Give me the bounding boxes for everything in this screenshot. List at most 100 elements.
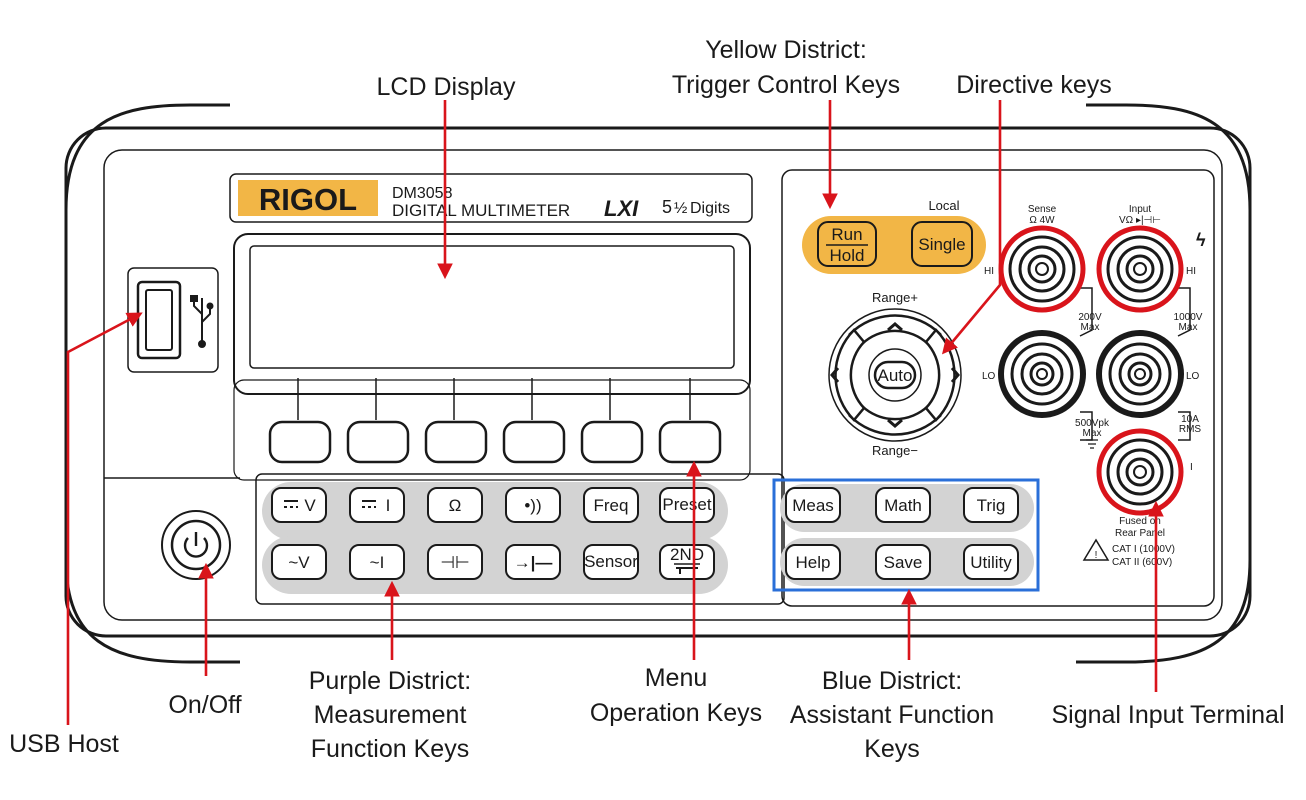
key-run-hold[interactable]: Run Hold — [817, 221, 877, 267]
terminal-input-hi[interactable] — [1096, 225, 1184, 313]
lo-left-label: LO — [982, 371, 996, 382]
key-capacitance[interactable]: ⊣⊢ — [427, 544, 483, 580]
digits-frac: ½ — [674, 200, 687, 217]
key-help[interactable]: Help — [785, 544, 841, 580]
input-label: Input — [1129, 204, 1151, 215]
current-i-label: I — [1190, 462, 1193, 473]
v1000-max-label: Max — [1179, 322, 1198, 333]
key-ac-voltage[interactable]: ~V — [271, 544, 327, 580]
svg-text:Auto: Auto — [878, 366, 913, 385]
key-continuity[interactable]: •)) — [505, 487, 561, 523]
model-number: DM3058 — [392, 185, 453, 202]
measurement-key-area — [262, 482, 728, 594]
callout-onoff: On/Off — [168, 691, 241, 719]
menu-softkey-4[interactable] — [502, 420, 566, 464]
key-dc-voltage[interactable]: V — [271, 487, 327, 523]
bottom-key-frame — [255, 473, 785, 605]
callout-lcd: LCD Display — [377, 73, 516, 101]
callout-arrows — [66, 100, 1164, 725]
callout-menu-1: Menu — [645, 664, 708, 692]
rigol-logo — [238, 180, 378, 216]
range-minus-label: Range− — [872, 443, 918, 458]
key-left[interactable] — [830, 328, 866, 422]
key-second-function[interactable]: 2ND — [659, 544, 715, 580]
menu-softkey-2[interactable] — [346, 420, 410, 464]
lcd-display — [233, 233, 751, 481]
chevron-up-icon — [887, 322, 903, 332]
svg-text:Help: Help — [796, 553, 831, 572]
callout-menu-2: Operation Keys — [590, 699, 762, 727]
svg-text:I: I — [386, 496, 391, 515]
callout-usb: USB Host — [9, 730, 119, 758]
ground-icon — [1086, 436, 1098, 449]
a10-rms-label: RMS — [1179, 424, 1202, 435]
key-preset[interactable]: Preset — [659, 487, 715, 523]
local-label: Local — [928, 198, 959, 213]
menu-softkey-5[interactable] — [580, 420, 644, 464]
hi-right-label: HI — [1186, 266, 1196, 277]
menu-soft-keys — [297, 378, 691, 420]
a10-label: 10A — [1181, 414, 1199, 425]
input-modes-label: VΩ ▸|⊣⊢ — [1119, 215, 1161, 226]
key-frequency[interactable]: Freq — [583, 487, 639, 523]
svg-text:⊣⊢: ⊣⊢ — [440, 553, 470, 572]
usb-host-port[interactable] — [127, 267, 219, 373]
svg-text:Run: Run — [831, 225, 862, 244]
product-name: DIGITAL MULTIMETER — [392, 201, 570, 220]
svg-text:→|—: →|— — [514, 553, 553, 572]
range-plus-label: Range+ — [872, 290, 918, 305]
terminal-sense-hi[interactable] — [998, 225, 1086, 313]
key-sensor[interactable]: Sensor — [583, 544, 639, 580]
svg-text:2ND: 2ND — [670, 545, 704, 564]
key-trig[interactable]: Trig — [963, 487, 1019, 523]
menu-softkey-3[interactable] — [424, 420, 488, 464]
hi-left-label: HI — [984, 266, 994, 277]
callout-blue-3: Keys — [864, 735, 920, 763]
vpk-label: 500Vpk — [1075, 418, 1110, 429]
svg-text:Math: Math — [884, 496, 922, 515]
key-dc-current[interactable]: I — [349, 487, 405, 523]
warning-icon: ! — [1082, 538, 1110, 561]
digits-label: Digits — [690, 200, 730, 217]
usb-icon — [190, 295, 214, 348]
lxi-logo: LXI — [604, 196, 639, 221]
menu-softkey-1[interactable] — [268, 420, 332, 464]
svg-text:Hold: Hold — [830, 246, 865, 265]
callout-yellow-1: Yellow District: — [705, 36, 867, 64]
terminal-input-lo[interactable] — [1096, 330, 1184, 418]
v200-label: 200V — [1078, 312, 1102, 323]
v1000-label: 1000V — [1174, 312, 1203, 323]
key-ac-current[interactable]: ~I — [349, 544, 405, 580]
cat2-label: CAT II (600V) — [1112, 557, 1172, 568]
callout-purple-2: Measurement — [314, 701, 467, 729]
svg-text:V: V — [304, 496, 316, 515]
terminal-current[interactable] — [1096, 428, 1184, 516]
rear-panel-label: Rear Panel — [1115, 528, 1165, 539]
key-auto[interactable]: Auto — [868, 348, 922, 402]
callout-blue-1: Blue District: — [822, 667, 962, 695]
key-single[interactable]: Single — [911, 221, 973, 267]
svg-text:Meas: Meas — [792, 496, 834, 515]
svg-text:Freq: Freq — [594, 496, 629, 515]
cat1-label: CAT I (1000V) — [1112, 544, 1175, 555]
svg-text:•)): •)) — [524, 496, 541, 515]
key-diode[interactable]: →|— — [505, 544, 561, 580]
svg-text:Trig: Trig — [977, 496, 1006, 515]
lightning-icon: ϟ — [1196, 230, 1206, 250]
key-resistance[interactable]: Ω — [427, 487, 483, 523]
callout-purple-1: Purple District: — [309, 667, 472, 695]
callout-blue-2: Assistant Function — [790, 701, 994, 729]
key-meas[interactable]: Meas — [785, 487, 841, 523]
svg-text:Sensor: Sensor — [584, 552, 638, 571]
svg-text:Ω: Ω — [449, 496, 462, 515]
menu-softkey-6[interactable] — [658, 420, 722, 464]
lo-right-label: LO — [1186, 371, 1200, 382]
svg-text:Utility: Utility — [970, 553, 1012, 572]
key-utility[interactable]: Utility — [963, 544, 1019, 580]
svg-text:!: ! — [1095, 550, 1098, 561]
key-math[interactable]: Math — [875, 487, 931, 523]
terminal-sense-lo[interactable] — [998, 330, 1086, 418]
key-save[interactable]: Save — [875, 544, 931, 580]
callout-yellow-2: Trigger Control Keys — [672, 71, 900, 99]
svg-text:Preset: Preset — [662, 495, 711, 514]
